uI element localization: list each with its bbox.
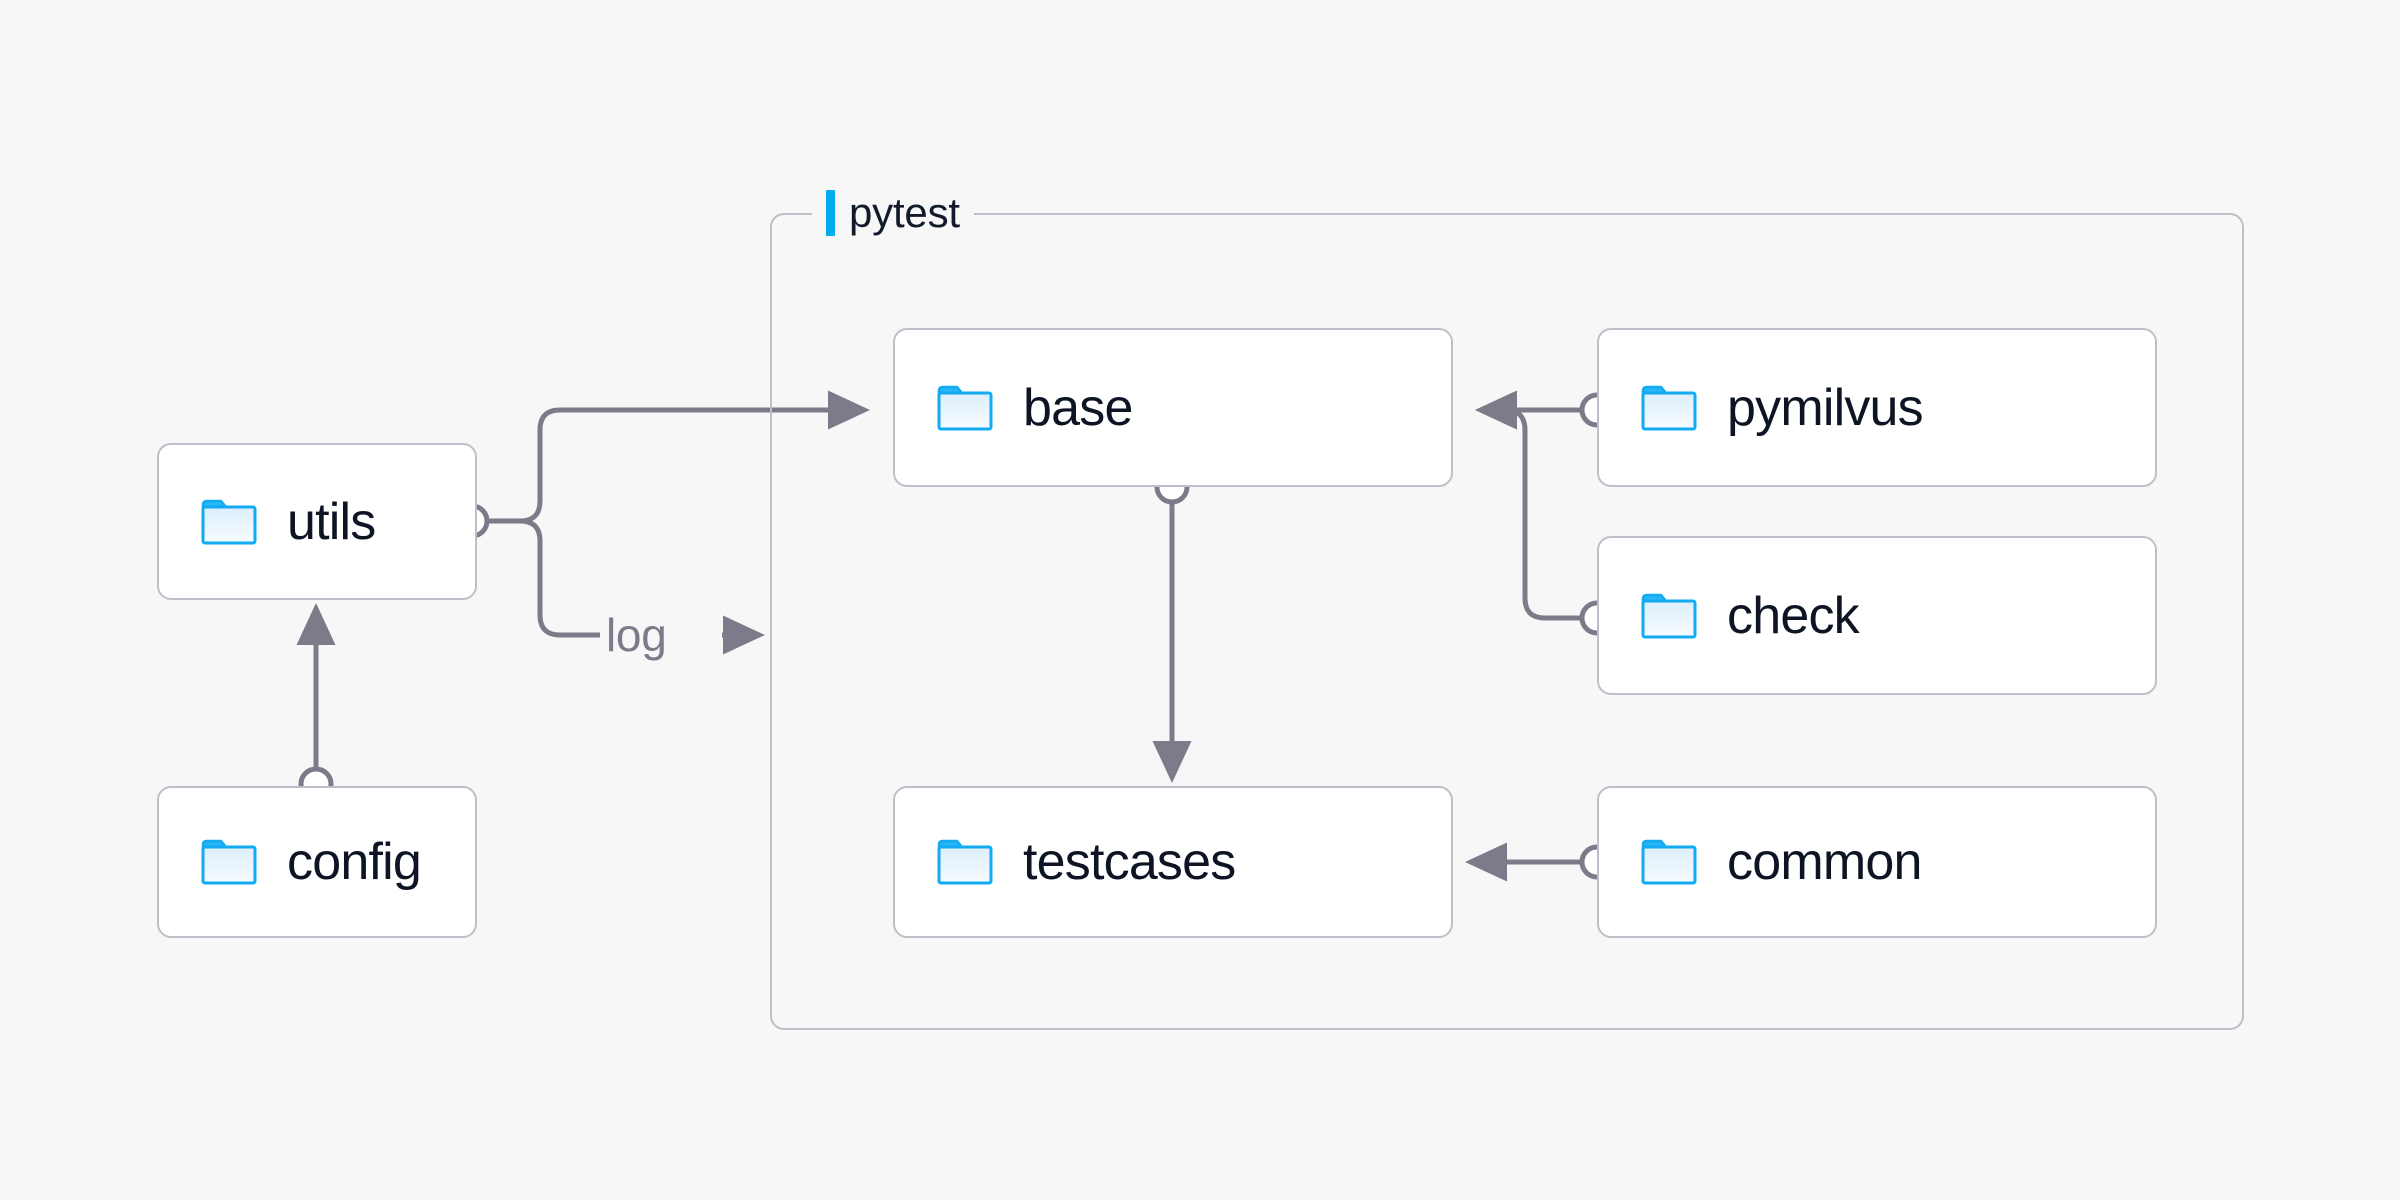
folder-icon	[1641, 593, 1697, 639]
node-label: pymilvus	[1727, 378, 1924, 437]
node-utils[interactable]: utils	[157, 443, 477, 600]
folder-icon	[1641, 839, 1697, 885]
group-pytest-label: pytest	[812, 189, 974, 236]
edge-config-utils	[296, 603, 336, 802]
node-label: utils	[287, 492, 376, 551]
node-pymilvus[interactable]: pymilvus	[1597, 328, 2157, 487]
node-check[interactable]: check	[1597, 536, 2157, 695]
node-label: base	[1023, 378, 1133, 437]
group-title-text: pytest	[849, 189, 960, 236]
node-testcases[interactable]: testcases	[893, 786, 1453, 938]
node-config[interactable]: config	[157, 786, 477, 938]
node-label: config	[287, 833, 422, 891]
node-label: common	[1727, 833, 1922, 891]
folder-icon	[1641, 385, 1697, 431]
folder-icon	[201, 839, 257, 885]
folder-icon	[937, 839, 993, 885]
folder-icon	[937, 385, 993, 431]
node-common[interactable]: common	[1597, 786, 2157, 938]
node-label: check	[1727, 586, 1860, 645]
accent-bar-icon	[826, 190, 835, 236]
folder-icon	[201, 499, 257, 545]
group-pytest	[770, 213, 2244, 1030]
edge-label-log: log	[600, 608, 673, 662]
node-base[interactable]: base	[893, 328, 1453, 487]
node-label: testcases	[1023, 833, 1236, 891]
